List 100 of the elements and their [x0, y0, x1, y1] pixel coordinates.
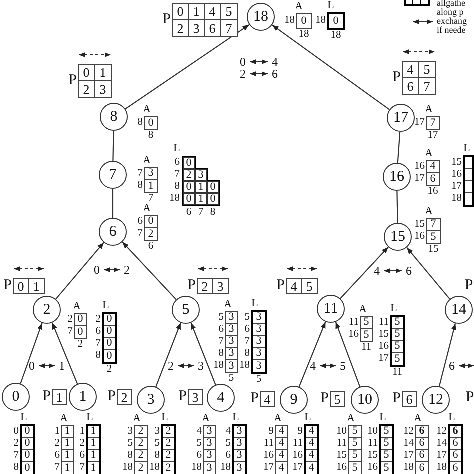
- row-label: 18: [192, 462, 202, 474]
- matrix-cell: 3: [234, 450, 245, 462]
- row-label: 7: [244, 336, 250, 348]
- matrix-cell-text: 5: [362, 329, 370, 341]
- arrow: [190, 322, 216, 386]
- row-label: 6: [174, 158, 180, 168]
- matrix-cell-text: 0: [300, 14, 308, 28]
- matrix-cell: 1: [62, 450, 73, 462]
- matrix-heading: A: [295, 2, 303, 12]
- matrix-heading: P: [178, 390, 187, 404]
- row-label: 9: [298, 426, 303, 438]
- matrix-cell: 5: [381, 438, 392, 450]
- matrix-cell: 6: [450, 438, 461, 450]
- matrix-table: [144, 215, 158, 241]
- row-label: 8: [138, 180, 143, 192]
- tree-node-circle: 16: [383, 163, 411, 191]
- matrix-cell: 2: [198, 279, 213, 293]
- matrix-table: [286, 278, 318, 294]
- matrix-cell: 0: [104, 326, 115, 338]
- row-label: 7: [174, 170, 180, 180]
- row-label: 15: [452, 158, 462, 168]
- matrix-cell: 2: [135, 426, 147, 438]
- matrix-cell: 3: [195, 169, 207, 181]
- matrix-table: [275, 425, 288, 474]
- row-label: 8: [154, 450, 160, 462]
- matrix-table: [426, 218, 441, 244]
- matrix-cell: 1: [88, 438, 99, 450]
- row-label: 18: [240, 360, 250, 372]
- matrix-cell: 0: [145, 216, 157, 228]
- matrix-heading: P: [320, 392, 329, 406]
- column-label: 2: [106, 364, 112, 376]
- matrix-heading: P: [162, 12, 171, 28]
- column-label: 17: [428, 130, 438, 142]
- row-label: 16: [264, 450, 274, 462]
- tree-node-circle: 8: [100, 103, 128, 131]
- matrix-cell: 5: [392, 341, 403, 353]
- matrix-cell: 4: [306, 450, 317, 462]
- column-label: 6: [186, 208, 192, 218]
- matrix-cell: 2: [135, 438, 147, 450]
- matrix-cell: 0: [79, 65, 95, 81]
- tree-node-circle: 17: [387, 104, 415, 132]
- row-label: 7: [68, 326, 73, 338]
- matrix-table: [304, 424, 319, 474]
- matrix-cell: 1: [195, 181, 207, 193]
- matrix-cell-text: 5: [333, 392, 342, 406]
- row-label: 4: [226, 426, 231, 438]
- exchange-rank: 2: [240, 68, 246, 80]
- matrix-heading: A: [143, 204, 151, 214]
- matrix-heading: L: [304, 412, 312, 424]
- matrix-heading: P: [68, 74, 77, 88]
- row-label: 8: [138, 118, 143, 128]
- matrix-table: [172, 3, 238, 37]
- matrix-table: [117, 389, 132, 405]
- matrix-cell: 3: [145, 168, 157, 180]
- row-label: 16: [336, 462, 347, 474]
- column-label: 18: [298, 30, 310, 40]
- matrix-cell: 3: [253, 312, 265, 324]
- matrix-cell: 3: [253, 324, 265, 336]
- matrix-cell: 2: [135, 450, 147, 462]
- row-label: 7: [138, 168, 143, 180]
- row-label: 18: [404, 462, 414, 474]
- matrix-cell: 5: [392, 317, 403, 329]
- matrix-cell-text: 3: [98, 81, 108, 97]
- row-label: 17: [452, 182, 462, 192]
- matrix-heading: A: [425, 148, 433, 160]
- row-label: 8: [96, 350, 101, 362]
- arrow: [272, 24, 390, 110]
- matrix-heading: A: [347, 414, 355, 424]
- row-label: 8: [14, 462, 19, 474]
- matrix-table: [415, 425, 429, 474]
- matrix-cell: 0: [22, 426, 33, 438]
- matrix-table: [260, 391, 275, 407]
- matrix-table: [61, 425, 74, 474]
- matrix-table: [379, 424, 394, 474]
- row-label: 8: [244, 348, 250, 360]
- matrix-cell-text: 2: [137, 462, 145, 474]
- tree-node-circle: 9: [280, 386, 308, 414]
- row-label: 10: [336, 426, 347, 438]
- row-label: 5: [154, 438, 160, 450]
- matrix-cell: 2: [163, 426, 174, 438]
- arrow: [156, 322, 182, 388]
- tree-node-circle: 18: [247, 3, 275, 31]
- matrix-heading: L: [102, 300, 110, 312]
- matrix-table: [225, 311, 238, 373]
- tree-node-circle: 12: [422, 386, 450, 414]
- row-label: 7: [80, 462, 85, 474]
- row-label: 17: [404, 450, 414, 462]
- matrix-cell-text: 5: [351, 462, 359, 474]
- matrix-cell: 4: [306, 438, 317, 450]
- matrix-cell: 3: [226, 312, 237, 324]
- exchange-rank: 2: [168, 360, 174, 372]
- column-label: 8: [148, 130, 154, 142]
- row-label: 17: [264, 462, 274, 474]
- column-label: 6: [148, 242, 154, 252]
- matrix-cell-text: 6: [418, 462, 426, 474]
- matrix-heading: A: [274, 414, 282, 424]
- matrix-cell: 2: [79, 81, 95, 97]
- matrix-table: [232, 424, 247, 474]
- matrix-cell-text: 1: [55, 390, 64, 404]
- matrix-cell-text: 2: [120, 390, 129, 404]
